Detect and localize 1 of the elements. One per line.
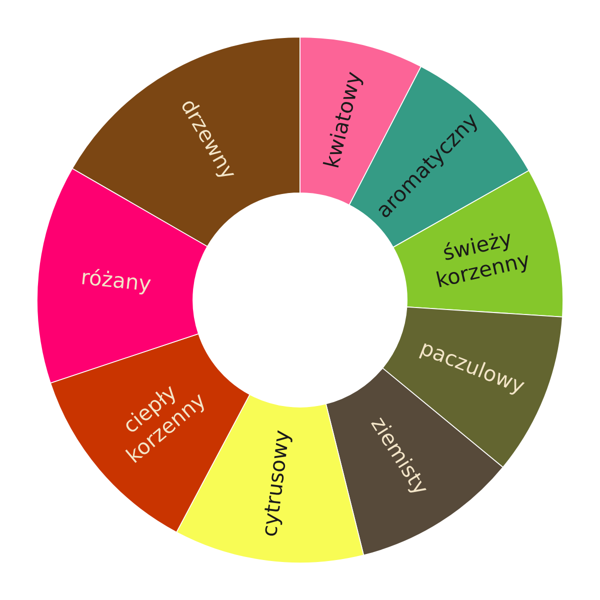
wheel-segment: różany [36,168,208,384]
